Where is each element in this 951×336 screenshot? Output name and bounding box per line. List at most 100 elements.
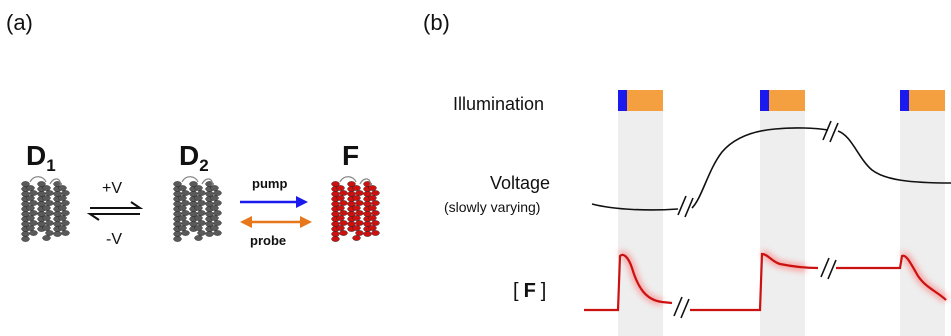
reverse-arrow [86, 213, 140, 221]
helix-segment [194, 185, 203, 191]
helix-segment [42, 195, 51, 201]
reverse-voltage-label: -V [106, 231, 122, 248]
helix-segment [213, 210, 222, 216]
helix-segment [42, 215, 51, 221]
helix-segment [181, 190, 190, 196]
helix-segment [213, 200, 222, 206]
helix-segment [355, 200, 364, 206]
helix-segment [178, 195, 187, 201]
helix-segment [26, 195, 35, 201]
helix-segment [45, 190, 54, 196]
voltage-break-2b [829, 122, 839, 143]
helix-segment [210, 195, 219, 201]
helix-segment [355, 220, 364, 226]
f-concentration-label: [F] [513, 280, 546, 302]
helix-segment [42, 235, 51, 241]
state-d2: D2 [173, 140, 222, 242]
optical-arrows: pump probe [240, 176, 312, 248]
helix-segment [336, 225, 345, 231]
helix-segment [352, 205, 361, 211]
helix-segment [58, 225, 67, 231]
helix-segment [45, 210, 54, 216]
helix-segment [194, 205, 203, 211]
forward-arrow [90, 201, 144, 209]
helix-segment [213, 230, 222, 236]
helix-segment [339, 210, 348, 216]
helix-segment [29, 220, 38, 226]
helix-segment [194, 195, 203, 201]
helix-segment [368, 225, 377, 231]
helix-segment [61, 210, 70, 216]
pump-pulse-1 [618, 90, 627, 111]
helix-segment [61, 220, 70, 226]
helix-segment [213, 220, 222, 226]
helix-segment [210, 215, 219, 221]
helix-segment [197, 200, 206, 206]
helix-segment [205, 231, 214, 237]
helix-segment [181, 230, 190, 236]
helix-segment [368, 185, 377, 191]
helix-segment [339, 200, 348, 206]
helix-segment [61, 200, 70, 206]
window-shade-2 [760, 90, 805, 336]
helix-segment [45, 200, 54, 206]
f-trace [584, 250, 949, 319]
voltage-label: Voltage [490, 173, 550, 193]
helix-segment [178, 205, 187, 211]
helix-segment [336, 185, 345, 191]
state-f: F [331, 140, 380, 242]
helix-segment [352, 215, 361, 221]
probe-arrow-head-left [240, 216, 252, 228]
loop-segment [339, 176, 371, 187]
helix-segment [336, 195, 345, 201]
helix-segment [352, 225, 361, 231]
helix-segment [58, 215, 67, 221]
helix-segment [352, 235, 361, 241]
helix-segment [355, 210, 364, 216]
helix-segment [371, 220, 380, 226]
window-shade-3 [900, 90, 945, 336]
helix-segment [197, 210, 206, 216]
state-d2-label: D2 [179, 140, 209, 175]
helix-segment [197, 190, 206, 196]
probe-pulse-3 [909, 90, 945, 111]
protein-d2-icon [173, 176, 222, 242]
helix-segment [339, 190, 348, 196]
helix-segment [26, 225, 35, 231]
helix-segment [21, 236, 30, 242]
helix-segment [178, 215, 187, 221]
helix-segment [29, 210, 38, 216]
helix-segment [213, 190, 222, 196]
helix-segment [29, 190, 38, 196]
helix-segment [58, 205, 67, 211]
helix-segment [339, 220, 348, 226]
helix-segment [173, 236, 182, 242]
helix-segment [58, 195, 67, 201]
helix-segment [181, 210, 190, 216]
helix-segment [331, 231, 340, 237]
helix-segment [368, 205, 377, 211]
helix-segment [197, 230, 206, 236]
pump-arrow-head [296, 196, 308, 208]
state-d1-label: D1 [26, 140, 56, 175]
pump-pulse-2 [760, 90, 769, 111]
helix-segment [336, 205, 345, 211]
pump-label: pump [252, 176, 287, 191]
helix-segment [178, 225, 187, 231]
helix-segment [210, 185, 219, 191]
equilibrium-arrows: +V -V [86, 180, 144, 248]
voltage-break-1a [677, 195, 687, 216]
illumination-windows [618, 90, 945, 336]
helix-segment [45, 230, 54, 236]
helix-segment [42, 185, 51, 191]
probe-label: probe [250, 233, 286, 248]
helix-segment [21, 231, 30, 237]
helix-segment [181, 220, 190, 226]
helix-segment [355, 190, 364, 196]
helix-segment [210, 205, 219, 211]
helix-segment [371, 190, 380, 196]
probe-pulse-2 [769, 90, 805, 111]
helix-segment [29, 200, 38, 206]
helix-segment [352, 195, 361, 201]
state-d1: D1 [21, 140, 70, 242]
